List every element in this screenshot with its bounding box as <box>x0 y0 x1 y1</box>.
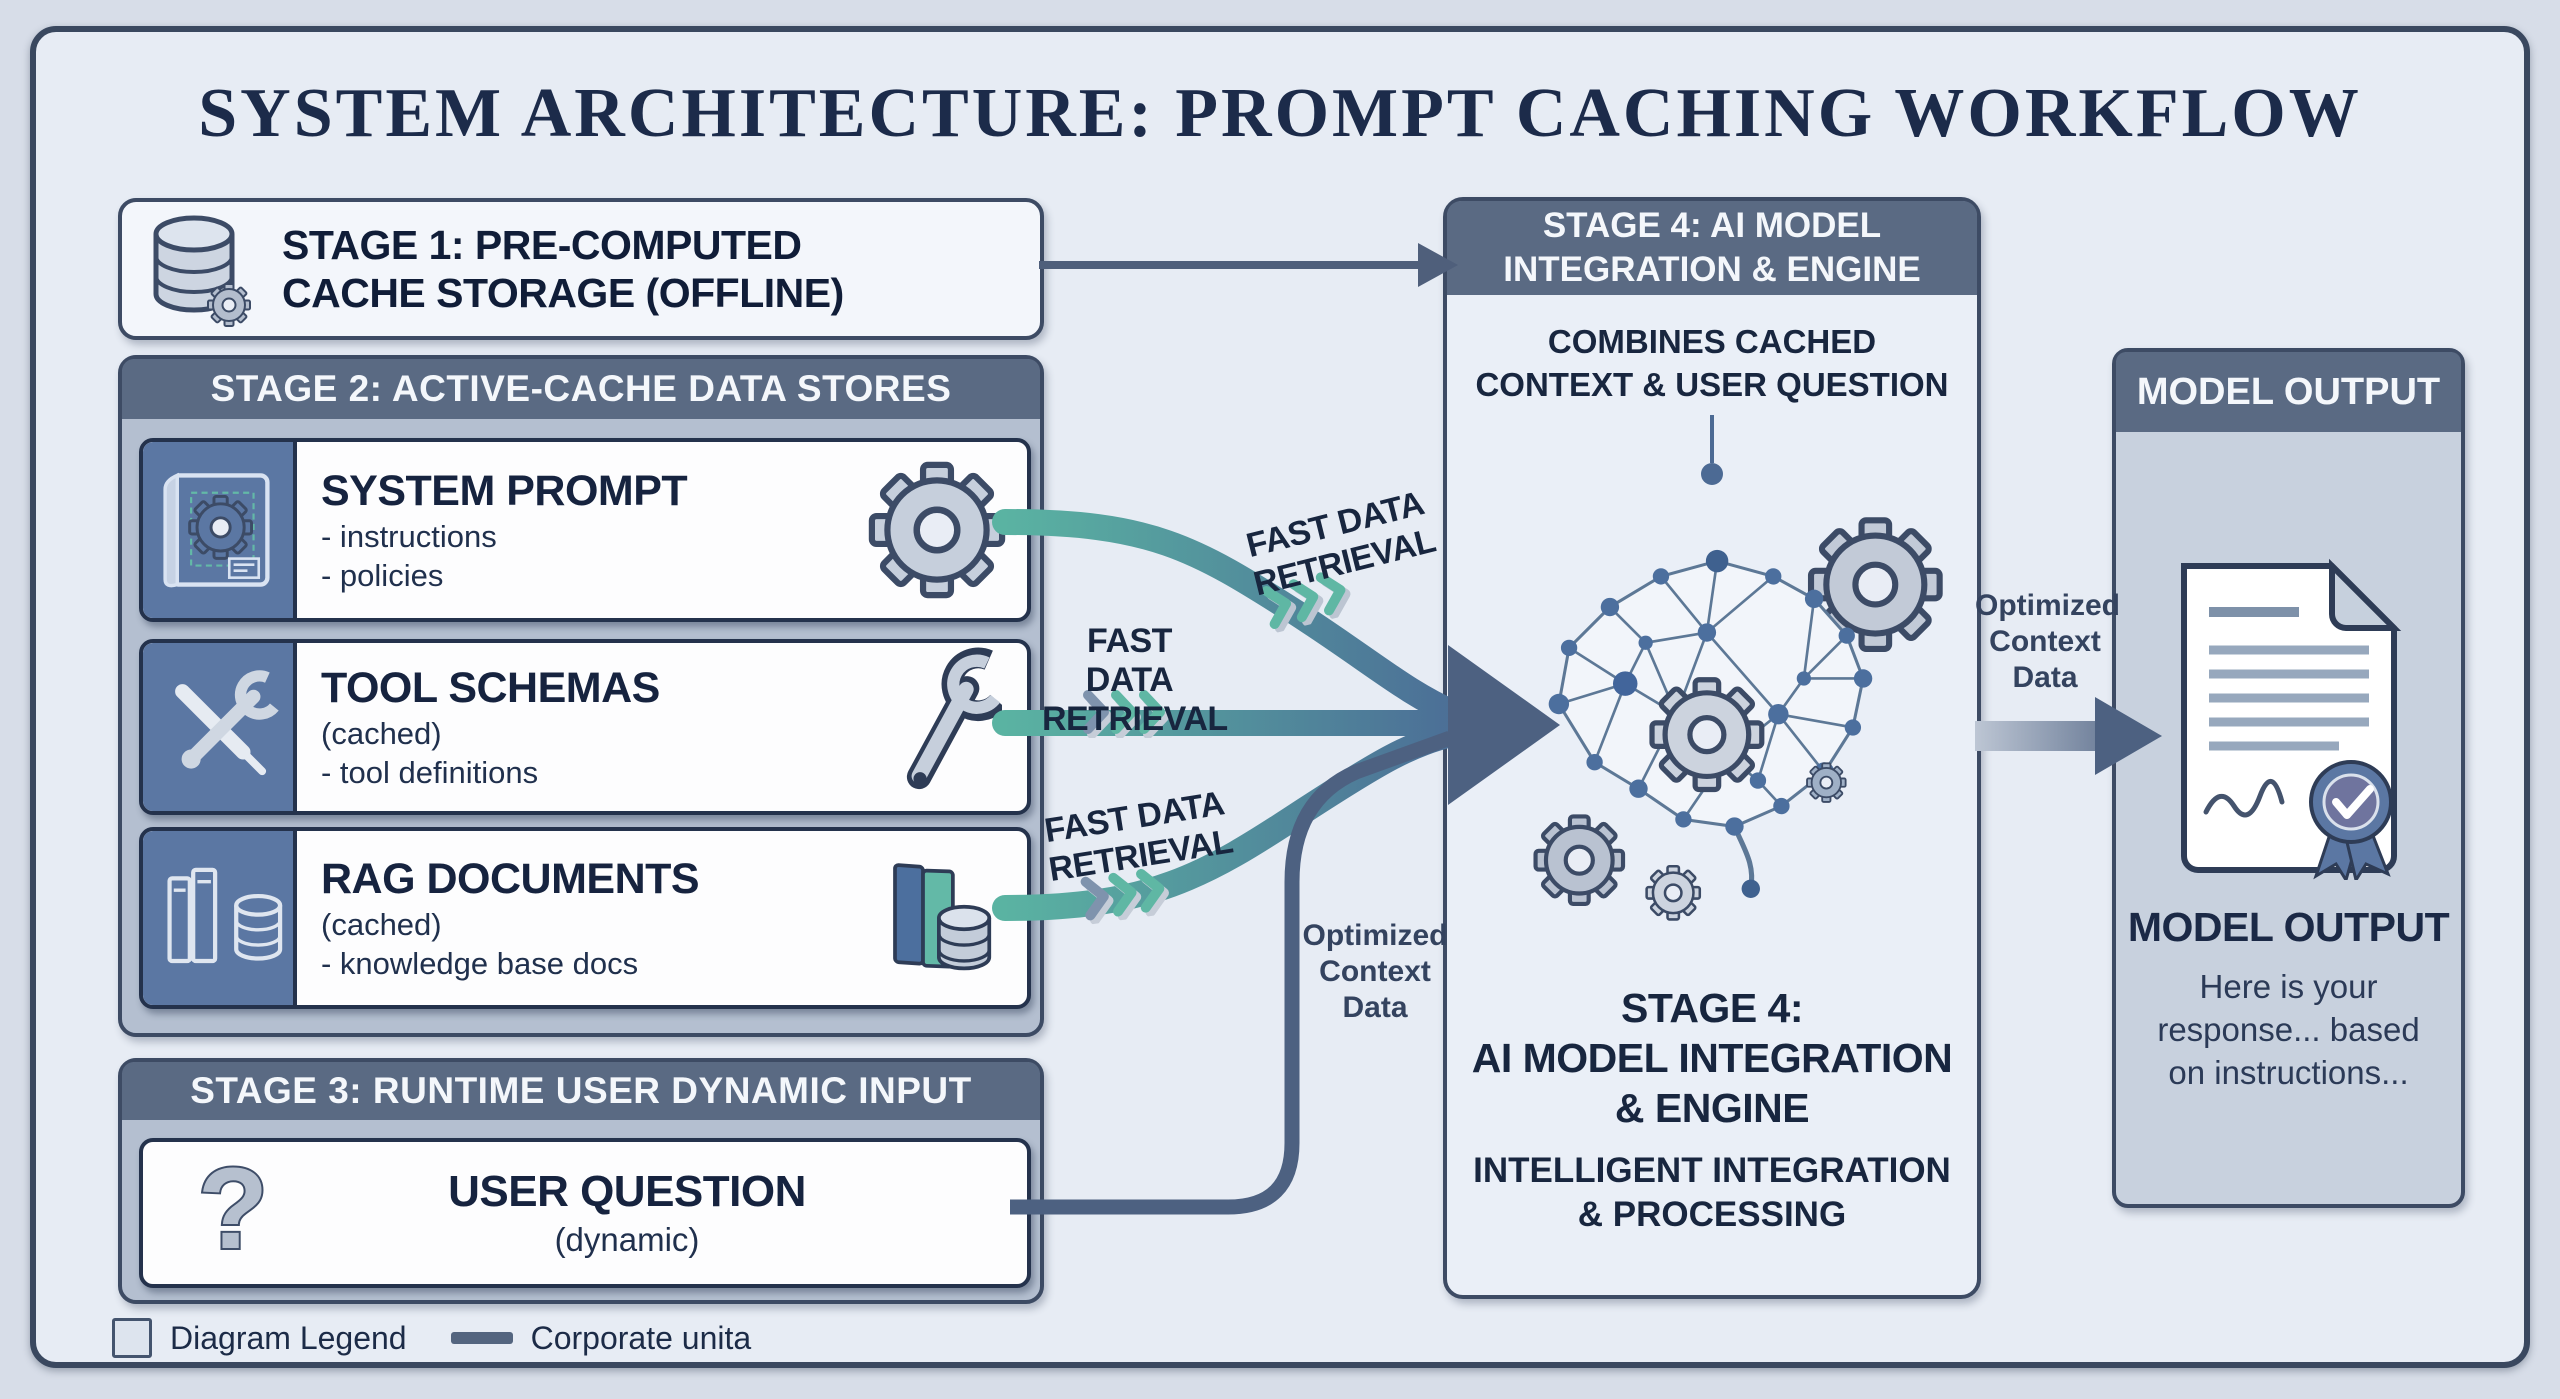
model-output-panel: MODEL OUTPUT MODEL OUTPUT Here is y <box>2112 348 2465 1208</box>
model-output-header: MODEL OUTPUT <box>2116 352 2461 432</box>
stage1-title-line2: CACHE STORAGE (OFFLINE) <box>282 270 844 316</box>
stage4-header-line2: INTEGRATION & ENGINE <box>1503 250 1921 289</box>
stage4-subtitle: INTELLIGENT INTEGRATION & PROCESSING <box>1447 1149 1977 1237</box>
rag-documents-line2: - knowledge base docs <box>321 945 639 981</box>
optimized-left-line1: Optimized <box>1302 919 1448 952</box>
gear-icon <box>847 442 1027 618</box>
user-question-subtitle: (dynamic) <box>554 1221 700 1258</box>
crossed-tools-icon <box>143 643 297 811</box>
fast-data-mid-line2: RETRIEVAL <box>1042 700 1228 739</box>
tool-schemas-title: TOOL SCHEMAS <box>321 663 660 712</box>
stage2-header: STAGE 2: ACTIVE-CACHE DATA STORES <box>122 359 1040 419</box>
legend-item2-label: Corporate unita <box>530 1319 752 1356</box>
stage4-combines-label: COMBINES CACHED CONTEXT & USER QUESTION <box>1447 321 1977 407</box>
user-question-card: ? USER QUESTION (dynamic) <box>139 1138 1031 1288</box>
stage4-subtitle-line1: INTELLIGENT INTEGRATION <box>1473 1151 1951 1190</box>
diagram-legend: Diagram Legend Corporate unita <box>112 1318 751 1358</box>
optimized-left-line3: Data <box>1342 991 1408 1024</box>
stage4-panel: STAGE 4: AI MODEL INTEGRATION & ENGINE C… <box>1443 197 1981 1299</box>
legend-item1-label: Diagram Legend <box>170 1319 407 1356</box>
document-seal-icon <box>2164 550 2414 885</box>
wrench-icon <box>847 643 1027 811</box>
page-title: SYSTEM ARCHITECTURE: PROMPT CACHING WORK… <box>198 75 2362 152</box>
pin-line <box>1710 414 1714 463</box>
tool-schemas-line1: (cached) <box>321 715 442 751</box>
system-prompt-title: SYSTEM PROMPT <box>321 466 688 515</box>
model-output-body-line3: on instructions... <box>2168 1053 2409 1091</box>
stage4-title-line2: AI MODEL INTEGRATION <box>1471 1035 1953 1082</box>
stage3-header: STAGE 3: RUNTIME USER DYNAMIC INPUT <box>122 1062 1040 1120</box>
tool-schemas-line2: - tool definitions <box>321 754 539 790</box>
rag-documents-card: RAG DOCUMENTS (cached) - knowledge base … <box>139 827 1031 1009</box>
stage4-combines-line1: COMBINES CACHED <box>1547 323 1877 360</box>
fast-data-mid-line1: FAST DATA <box>1085 622 1174 700</box>
user-question-title: USER QUESTION <box>448 1167 806 1216</box>
blueprint-gear-icon <box>143 442 297 618</box>
stage4-title: STAGE 4: AI MODEL INTEGRATION & ENGINE <box>1447 983 1977 1133</box>
model-output-title: MODEL OUTPUT <box>2127 904 2450 950</box>
optimized-left-line2: Context <box>1319 955 1431 988</box>
tool-schemas-card: TOOL SCHEMAS (cached) - tool definitions <box>139 639 1031 815</box>
model-output-body: Here is your response... based on instru… <box>2116 966 2461 1095</box>
books-database-color-icon <box>847 831 1027 1005</box>
stage1-title: STAGE 1: PRE-COMPUTED CACHE STORAGE (OFF… <box>282 221 844 318</box>
rag-documents-line1: (cached) <box>321 906 442 942</box>
books-database-icon <box>143 831 297 1005</box>
stage4-title-line1: STAGE 4: <box>1620 985 1804 1031</box>
fast-data-label-middle: FAST DATA RETRIEVAL <box>1042 622 1228 739</box>
pin-dot <box>1701 462 1723 485</box>
stage1-box: STAGE 1: PRE-COMPUTED CACHE STORAGE (OFF… <box>118 198 1044 340</box>
optimized-context-label-right: Optimized Context Data <box>1975 588 2121 696</box>
stage2-header-label: STAGE 2: ACTIVE-CACHE DATA STORES <box>210 368 952 409</box>
system-prompt-line1: - instructions <box>321 518 497 554</box>
stage4-header: STAGE 4: AI MODEL INTEGRATION & ENGINE <box>1447 201 1977 295</box>
model-output-header-label: MODEL OUTPUT <box>2136 370 2441 413</box>
optimized-context-label-left: Optimized Context Data <box>1300 918 1450 1026</box>
question-mark-icon: ? <box>143 1148 323 1278</box>
system-prompt-card: SYSTEM PROMPT - instructions - policies <box>139 438 1031 622</box>
stage4-header-line1: STAGE 4: AI MODEL <box>1542 206 1882 246</box>
brain-network-gears-icon <box>1467 469 1957 939</box>
legend-box-icon <box>112 1318 152 1358</box>
stage2-container: STAGE 2: ACTIVE-CACHE DATA STORES SYSTEM… <box>118 355 1044 1037</box>
stage4-combines-line2: CONTEXT & USER QUESTION <box>1475 365 1949 403</box>
stage4-subtitle-line2: & PROCESSING <box>1577 1194 1847 1234</box>
optimized-right-line2: Context <box>1989 625 2101 658</box>
stage3-container: STAGE 3: RUNTIME USER DYNAMIC INPUT ? US… <box>118 1058 1044 1304</box>
optimized-right-line1: Optimized <box>1975 589 2121 622</box>
legend-line-icon <box>450 1332 513 1344</box>
stage4-title-line3: & ENGINE <box>1614 1085 1810 1132</box>
optimized-right-line3: Data <box>2012 661 2078 694</box>
rag-documents-title: RAG DOCUMENTS <box>321 854 700 903</box>
svg-text:?: ? <box>198 1148 268 1273</box>
stage3-header-label: STAGE 3: RUNTIME USER DYNAMIC INPUT <box>190 1070 972 1111</box>
stage1-title-line1: STAGE 1: PRE-COMPUTED <box>282 221 802 268</box>
database-gear-icon <box>122 209 282 329</box>
model-output-body-line2: response... based <box>2157 1010 2420 1048</box>
system-prompt-line2: - policies <box>321 557 444 593</box>
model-output-body-line1: Here is your <box>2199 968 2378 1005</box>
